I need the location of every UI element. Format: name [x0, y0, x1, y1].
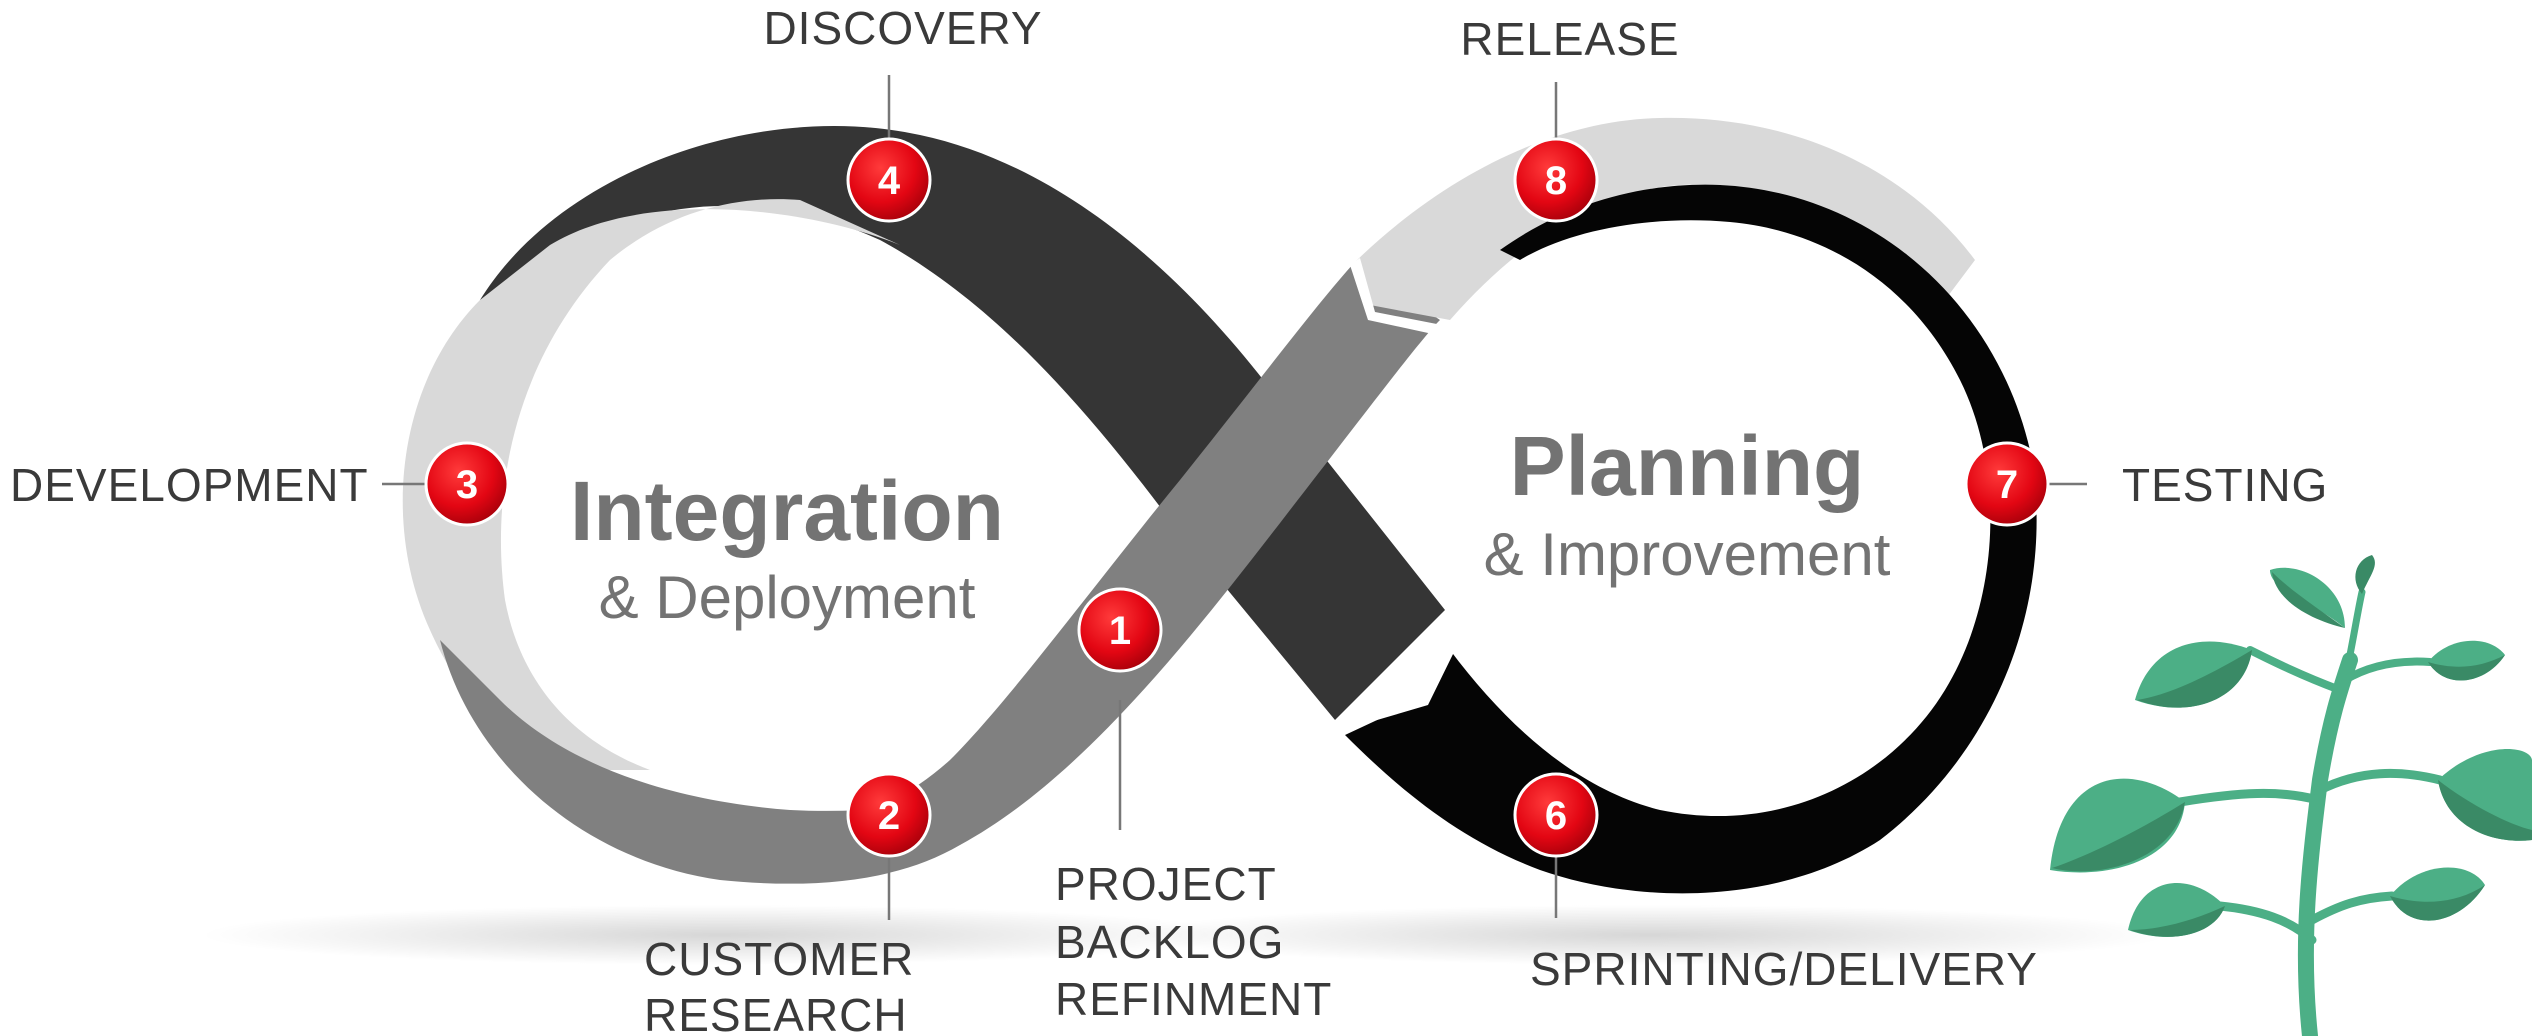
- right-loop-subtitle: & Improvement: [1484, 521, 1891, 588]
- stage-label-line: DEVELOPMENT: [10, 459, 369, 511]
- stage-label-line: PROJECT: [1055, 858, 1277, 910]
- right-loop-title: Planning: [1510, 419, 1865, 513]
- stage-marker-8: 8: [1513, 137, 1599, 223]
- right-loop-title-group: Planning & Improvement: [1484, 419, 1891, 588]
- stage-label-line: DISCOVERY: [763, 2, 1042, 54]
- stage-marker-3: 3: [424, 441, 510, 527]
- stage-label-4: DISCOVERY: [763, 2, 1042, 54]
- band-seam-upper: [1350, 258, 1447, 336]
- stage-marker-number: 8: [1545, 159, 1567, 203]
- band-segment-development: [402, 199, 900, 771]
- stage-label-line: SPRINTING/DELIVERY: [1530, 943, 2038, 995]
- leader-lines: [382, 75, 2087, 920]
- stage-label-line: REFINMENT: [1055, 973, 1332, 1025]
- stage-marker-number: 2: [878, 794, 900, 838]
- stage-marker-number: 4: [878, 159, 901, 203]
- stage-label-line: CUSTOMER: [644, 933, 914, 985]
- stage-label-line: BACKLOG: [1055, 916, 1284, 968]
- floor-shadows: [200, 905, 2170, 965]
- stage-label-6: SPRINTING/DELIVERY: [1530, 943, 2038, 995]
- stage-label-line: RELEASE: [1460, 13, 1679, 65]
- stage-label-7: TESTING: [2122, 459, 2328, 511]
- stage-marker-6: 6: [1513, 772, 1599, 858]
- stage-marker-number: 1: [1109, 609, 1131, 653]
- left-loop-subtitle: & Deployment: [599, 564, 976, 631]
- stage-marker-4: 4: [846, 137, 932, 223]
- stage-marker-number: 6: [1545, 794, 1567, 838]
- band-seam-lower: [1335, 645, 1455, 730]
- left-loop-title: Integration: [570, 464, 1004, 558]
- stage-label-8: RELEASE: [1460, 13, 1679, 65]
- stage-marker-number: 3: [456, 463, 478, 507]
- band-segment-release: [1355, 117, 1975, 320]
- band-segment-backlog-refinement: [790, 262, 1440, 845]
- stage-marker-7: 7: [1964, 441, 2050, 527]
- stage-label-1: PROJECT BACKLOG REFINMENT: [1055, 858, 1332, 1025]
- stage-label-3: DEVELOPMENT: [10, 459, 369, 511]
- stage-label-2: CUSTOMER RESEARCH: [644, 933, 914, 1036]
- stage-label-line: TESTING: [2122, 459, 2328, 511]
- stage-marker-1: 1: [1077, 587, 1163, 673]
- stage-marker-number: 7: [1996, 463, 2018, 507]
- plant-sprout-icon: [2050, 555, 2532, 1036]
- stage-label-line: RESEARCH: [644, 989, 908, 1036]
- left-loop-title-group: Integration & Deployment: [570, 464, 1004, 631]
- stage-marker-2: 2: [846, 772, 932, 858]
